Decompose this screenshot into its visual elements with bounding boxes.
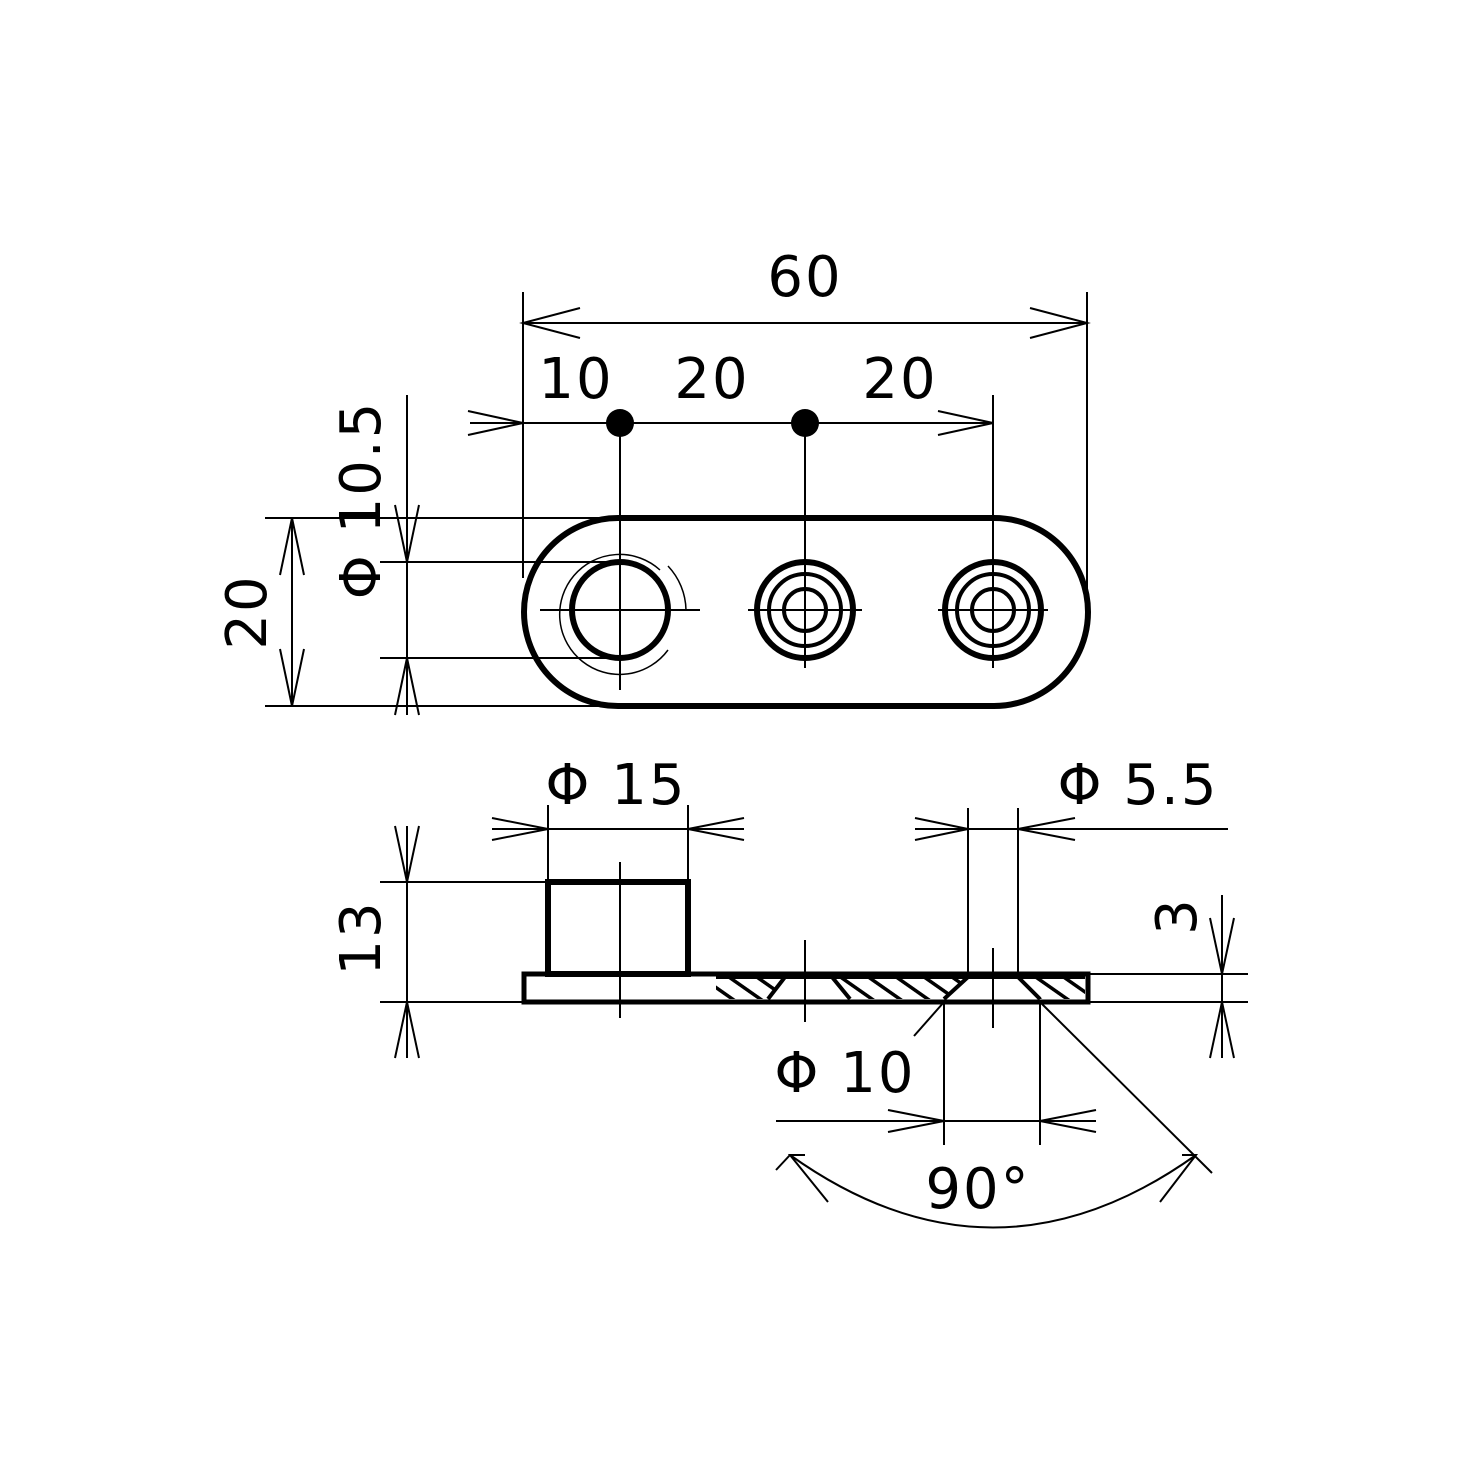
dim-boss-outer [491, 805, 745, 882]
countersink-profiles [716, 975, 1085, 1001]
dim-boss-hole-label: Φ 10.5 [329, 401, 394, 600]
dim-thickness [1088, 895, 1248, 1059]
dim-hole [914, 808, 1228, 977]
dim-countersink-angle-label: 90° [925, 1157, 1030, 1222]
hatch-segment-1 [716, 977, 785, 999]
dim-pitch-second-label: 20 [674, 347, 749, 412]
center-lines [540, 395, 1048, 690]
dim-hole-label: Φ 5.5 [1058, 753, 1219, 818]
dim-countersink-angle [775, 1001, 1213, 1229]
dim-hole-pitch [467, 410, 994, 436]
top-view: 60 10 20 20 20 Φ 10.5 [215, 245, 1091, 716]
dim-countersink-label: Φ 10 [774, 1041, 915, 1106]
dim-boss-outer-label: Φ 15 [545, 753, 686, 818]
dim-width-label: 20 [215, 574, 280, 649]
dim-total-length-label: 60 [767, 245, 842, 310]
dim-pitch-first-label: 10 [538, 347, 613, 412]
boss-thread-arc-outer [667, 565, 687, 611]
dim-boss-hole [380, 395, 620, 716]
dim-total-length [519, 292, 1091, 610]
side-view: Φ 15 13 Φ 5.5 3 [329, 753, 1248, 1229]
dim-thickness-label: 3 [1145, 897, 1210, 935]
boss-side [545, 879, 691, 977]
dim-countersink [776, 1002, 1097, 1145]
dim-boss-height-label: 13 [329, 900, 394, 975]
plate-outline [521, 515, 1091, 709]
dim-boss-height [380, 825, 548, 1059]
dim-pitch-third-label: 20 [862, 347, 937, 412]
hatch-segment-2 [832, 977, 968, 999]
